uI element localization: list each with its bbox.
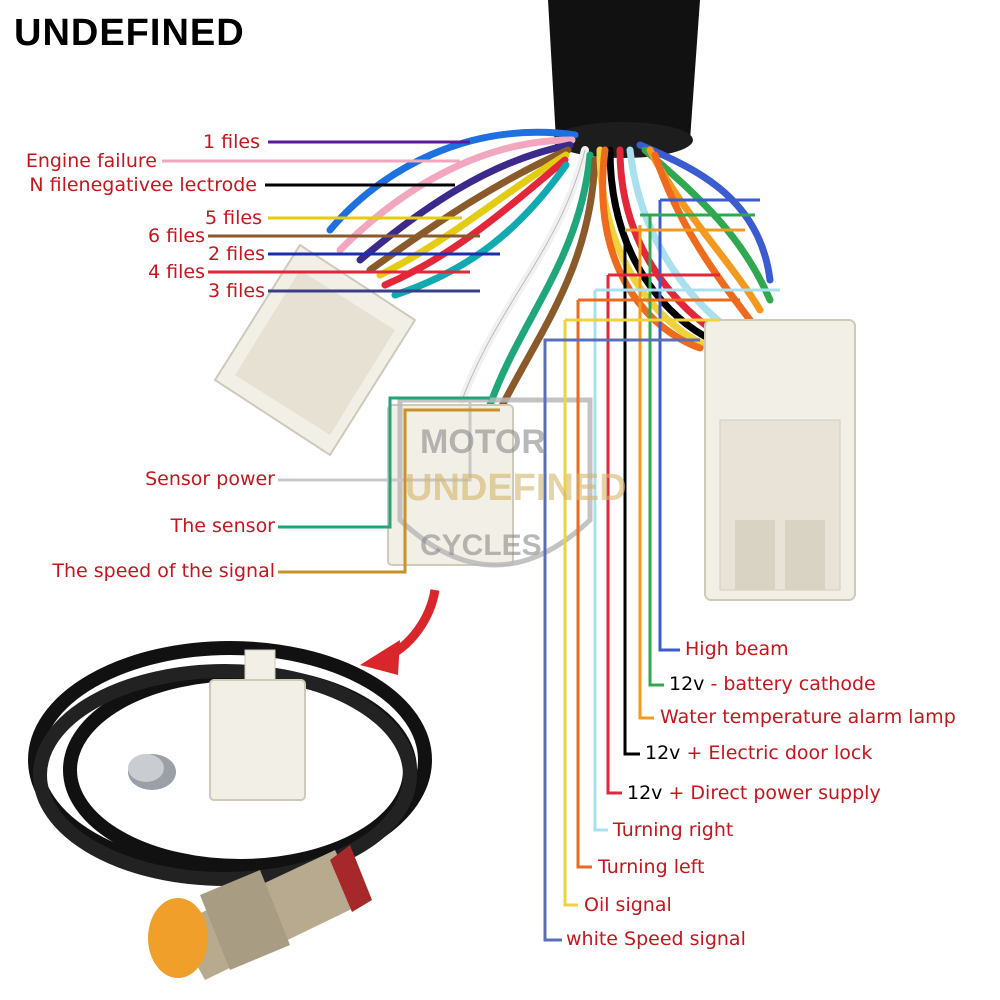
label-white-speed-text: white Speed signal [566, 928, 746, 950]
label-the-sensor: The sensor [170, 515, 275, 537]
label-oil-signal-text: Oil signal [584, 894, 672, 916]
label-door-lock-text: + Electric door lock [680, 742, 873, 764]
label-water-temp: Water temperature alarm lamp [660, 708, 956, 727]
down-arrow [360, 589, 440, 675]
watermark: MOTOR UNDEFINED CYCLES [405, 423, 627, 562]
label-direct-power-prefix: 12v [627, 782, 663, 804]
label-water-temp-text: Water temperature alarm lamp [660, 706, 956, 728]
sensor-connector [387, 404, 514, 566]
label-high-beam-text: High beam [685, 638, 789, 660]
watermark-middle: UNDEFINED [405, 467, 627, 509]
sensor-plug [209, 649, 306, 801]
label-turning-left: Turning left [598, 858, 704, 877]
label-6-files: 6 files [148, 225, 205, 247]
label-battery-cathode-text: - battery cathode [704, 673, 876, 695]
watermark-shield [397, 397, 593, 568]
magnet [128, 754, 176, 790]
label-turning-left-text: Turning left [598, 856, 705, 878]
label-battery-cathode-prefix: 12v [669, 673, 705, 695]
label-door-lock: 12v + Electric door lock [645, 744, 872, 763]
brand-title: UNDEFINED [14, 12, 245, 54]
label-turning-right: Turning right [613, 821, 733, 840]
label-speed-signal: The speed of the signal [52, 560, 275, 582]
watermark-top: MOTOR [420, 423, 546, 461]
label-high-beam: High beam [685, 640, 789, 659]
label-battery-cathode: 12v - battery cathode [669, 675, 876, 694]
right-connector [704, 319, 856, 601]
left-leaders [162, 140, 500, 293]
label-2-files: 2 files [208, 243, 265, 265]
label-direct-power-text: + Direct power supply [662, 782, 881, 804]
label-direct-power: 12v + Direct power supply [627, 784, 881, 803]
label-sensor-power: Sensor power [145, 468, 275, 490]
label-white-speed: white Speed signal [566, 930, 746, 949]
label-engine-failure: Engine failure [25, 150, 157, 172]
wire-bundle [326, 128, 774, 414]
watermark-bottom: CYCLES [420, 529, 542, 562]
label-4-files: 4 files [148, 261, 205, 283]
right-leaders [543, 198, 780, 942]
label-n-electrode: N filenegativee lectrode [29, 174, 257, 196]
label-5-files: 5 files [205, 207, 262, 229]
sensor-cable-coil [28, 641, 432, 886]
main-cable [548, 0, 700, 140]
left-connector [213, 243, 417, 457]
label-3-files: 3 files [208, 280, 265, 302]
label-turning-right-text: Turning right [613, 819, 734, 841]
label-oil-signal: Oil signal [584, 896, 672, 915]
proximity-sensor [148, 845, 372, 980]
label-door-lock-prefix: 12v [645, 742, 681, 764]
sensor-leaders [278, 396, 500, 574]
label-1-files: 1 files [203, 131, 260, 153]
